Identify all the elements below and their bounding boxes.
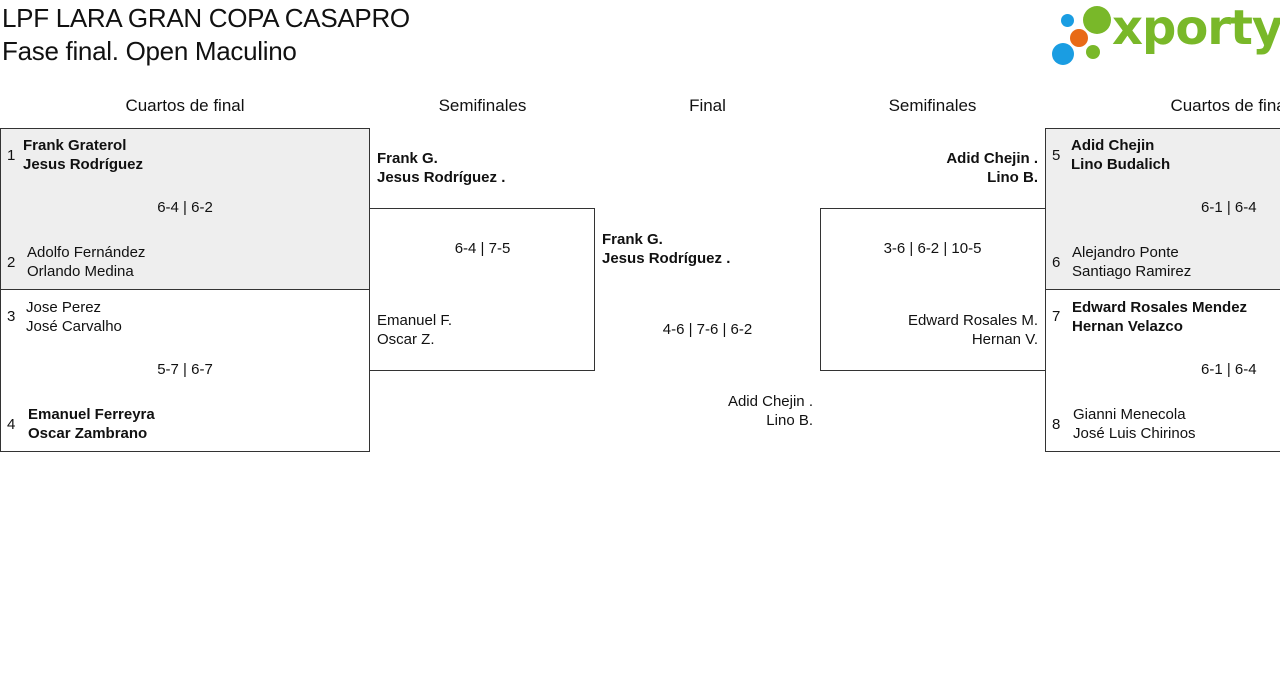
tournament-title: LPF LARA GRAN COPA CASAPRO [2, 3, 410, 33]
final-team-top: Frank G. Jesus Rodríguez . [602, 230, 730, 268]
player-name: Jose Perez [26, 299, 102, 316]
seed-number: 6 [1052, 254, 1061, 271]
player-name: José Carvalho [26, 318, 122, 335]
semifinal-2-team-bottom: Edward Rosales M. Hernan V. [908, 311, 1038, 349]
team-8-names: Gianni Menecola José Luis Chirinos [1073, 405, 1196, 443]
player-name: Edward Rosales M. [907, 312, 1038, 329]
match-score: 6-1 | 6-4 [1201, 361, 1257, 378]
logo-dot-icon [1070, 29, 1088, 47]
player-name: Emanuel F. [377, 312, 453, 329]
xporty-logo[interactable]: xporty [1050, 0, 1280, 68]
player-name: José Luis Chirinos [1073, 425, 1196, 442]
team-1-names: Frank Graterol Jesus Rodríguez [23, 136, 143, 174]
player-name: Gianni Menecola [1073, 406, 1186, 423]
team-5-names: Adid Chejin Lino Budalich [1071, 136, 1170, 174]
semifinal-match-2[interactable] [820, 208, 1046, 371]
player-name: Frank Graterol [23, 137, 127, 154]
round-header-left-semifinals: Semifinales [438, 96, 527, 115]
round-header-final: Final [689, 96, 726, 115]
player-name: Lino Budalich [1071, 156, 1171, 173]
match-score: 5-7 | 6-7 [157, 361, 213, 378]
player-name: Orlando Medina [27, 263, 134, 280]
logo-text: xporty [1112, 0, 1280, 56]
seed-number: 8 [1052, 416, 1061, 433]
seed-number: 3 [7, 308, 16, 325]
match-score: 6-4 | 7-5 [454, 240, 511, 257]
player-name: Lino B. [987, 169, 1038, 186]
final-score: 4-6 | 7-6 | 6-2 [662, 321, 753, 338]
semifinal-2-team-top: Adid Chejin . Lino B. [946, 149, 1038, 187]
semifinal-1-team-bottom: Emanuel F. Oscar Z. [377, 311, 452, 349]
player-name: Santiago Ramirez [1072, 263, 1192, 280]
player-name: Hernan Velazco [1072, 318, 1183, 335]
player-name: Adid Chejin . [727, 393, 813, 410]
team-7-names: Edward Rosales Mendez Hernan Velazco [1072, 298, 1247, 336]
seed-number: 7 [1052, 308, 1061, 325]
round-header-right-quarterfinals: Cuartos de final [1170, 96, 1280, 115]
round-header-right-semifinals: Semifinales [888, 96, 977, 115]
player-name: Frank G. [377, 150, 438, 167]
player-name: Adid Chejin . [946, 150, 1038, 167]
player-name: Lino B. [766, 412, 813, 429]
logo-dot-icon [1052, 43, 1074, 65]
team-4-names: Emanuel Ferreyra Oscar Zambrano [28, 405, 155, 443]
logo-dot-icon [1086, 45, 1100, 59]
player-name: Jesus Rodríguez . [602, 250, 731, 267]
player-name: Adid Chejin [1071, 137, 1155, 154]
phase-subtitle: Fase final. Open Maculino [2, 36, 297, 66]
player-name: Alejandro Ponte [1072, 244, 1179, 261]
round-header-left-quarterfinals: Cuartos de final [125, 96, 245, 115]
player-name: Hernan V. [971, 331, 1038, 348]
match-score: 3-6 | 6-2 | 10-5 [883, 240, 982, 257]
logo-dot-icon [1061, 14, 1074, 27]
player-name: Edward Rosales Mendez [1072, 299, 1248, 316]
logo-dot-icon [1083, 6, 1111, 34]
player-name: Oscar Z. [377, 331, 435, 348]
player-name: Emanuel Ferreyra [28, 406, 155, 423]
player-name: Jesus Rodríguez . [377, 169, 506, 186]
semifinal-match-1[interactable] [369, 208, 595, 371]
team-6-names: Alejandro Ponte Santiago Ramirez [1072, 243, 1191, 281]
seed-number: 2 [7, 254, 16, 271]
match-score: 6-1 | 6-4 [1201, 199, 1257, 216]
match-score: 6-4 | 6-2 [157, 199, 213, 216]
player-name: Frank G. [602, 231, 663, 248]
quarterfinal-match-4[interactable] [1045, 289, 1280, 452]
player-name: Oscar Zambrano [28, 425, 148, 442]
final-team-bottom: Adid Chejin . Lino B. [728, 392, 813, 430]
team-3-names: Jose Perez José Carvalho [26, 298, 122, 336]
seed-number: 5 [1052, 147, 1061, 164]
seed-number: 1 [7, 147, 16, 164]
quarterfinal-match-1[interactable] [0, 128, 370, 290]
semifinal-1-team-top: Frank G. Jesus Rodríguez . [377, 149, 505, 187]
team-2-names: Adolfo Fernández Orlando Medina [27, 243, 145, 281]
player-name: Adolfo Fernández [27, 244, 146, 261]
player-name: Jesus Rodríguez [23, 156, 144, 173]
seed-number: 4 [7, 416, 16, 433]
